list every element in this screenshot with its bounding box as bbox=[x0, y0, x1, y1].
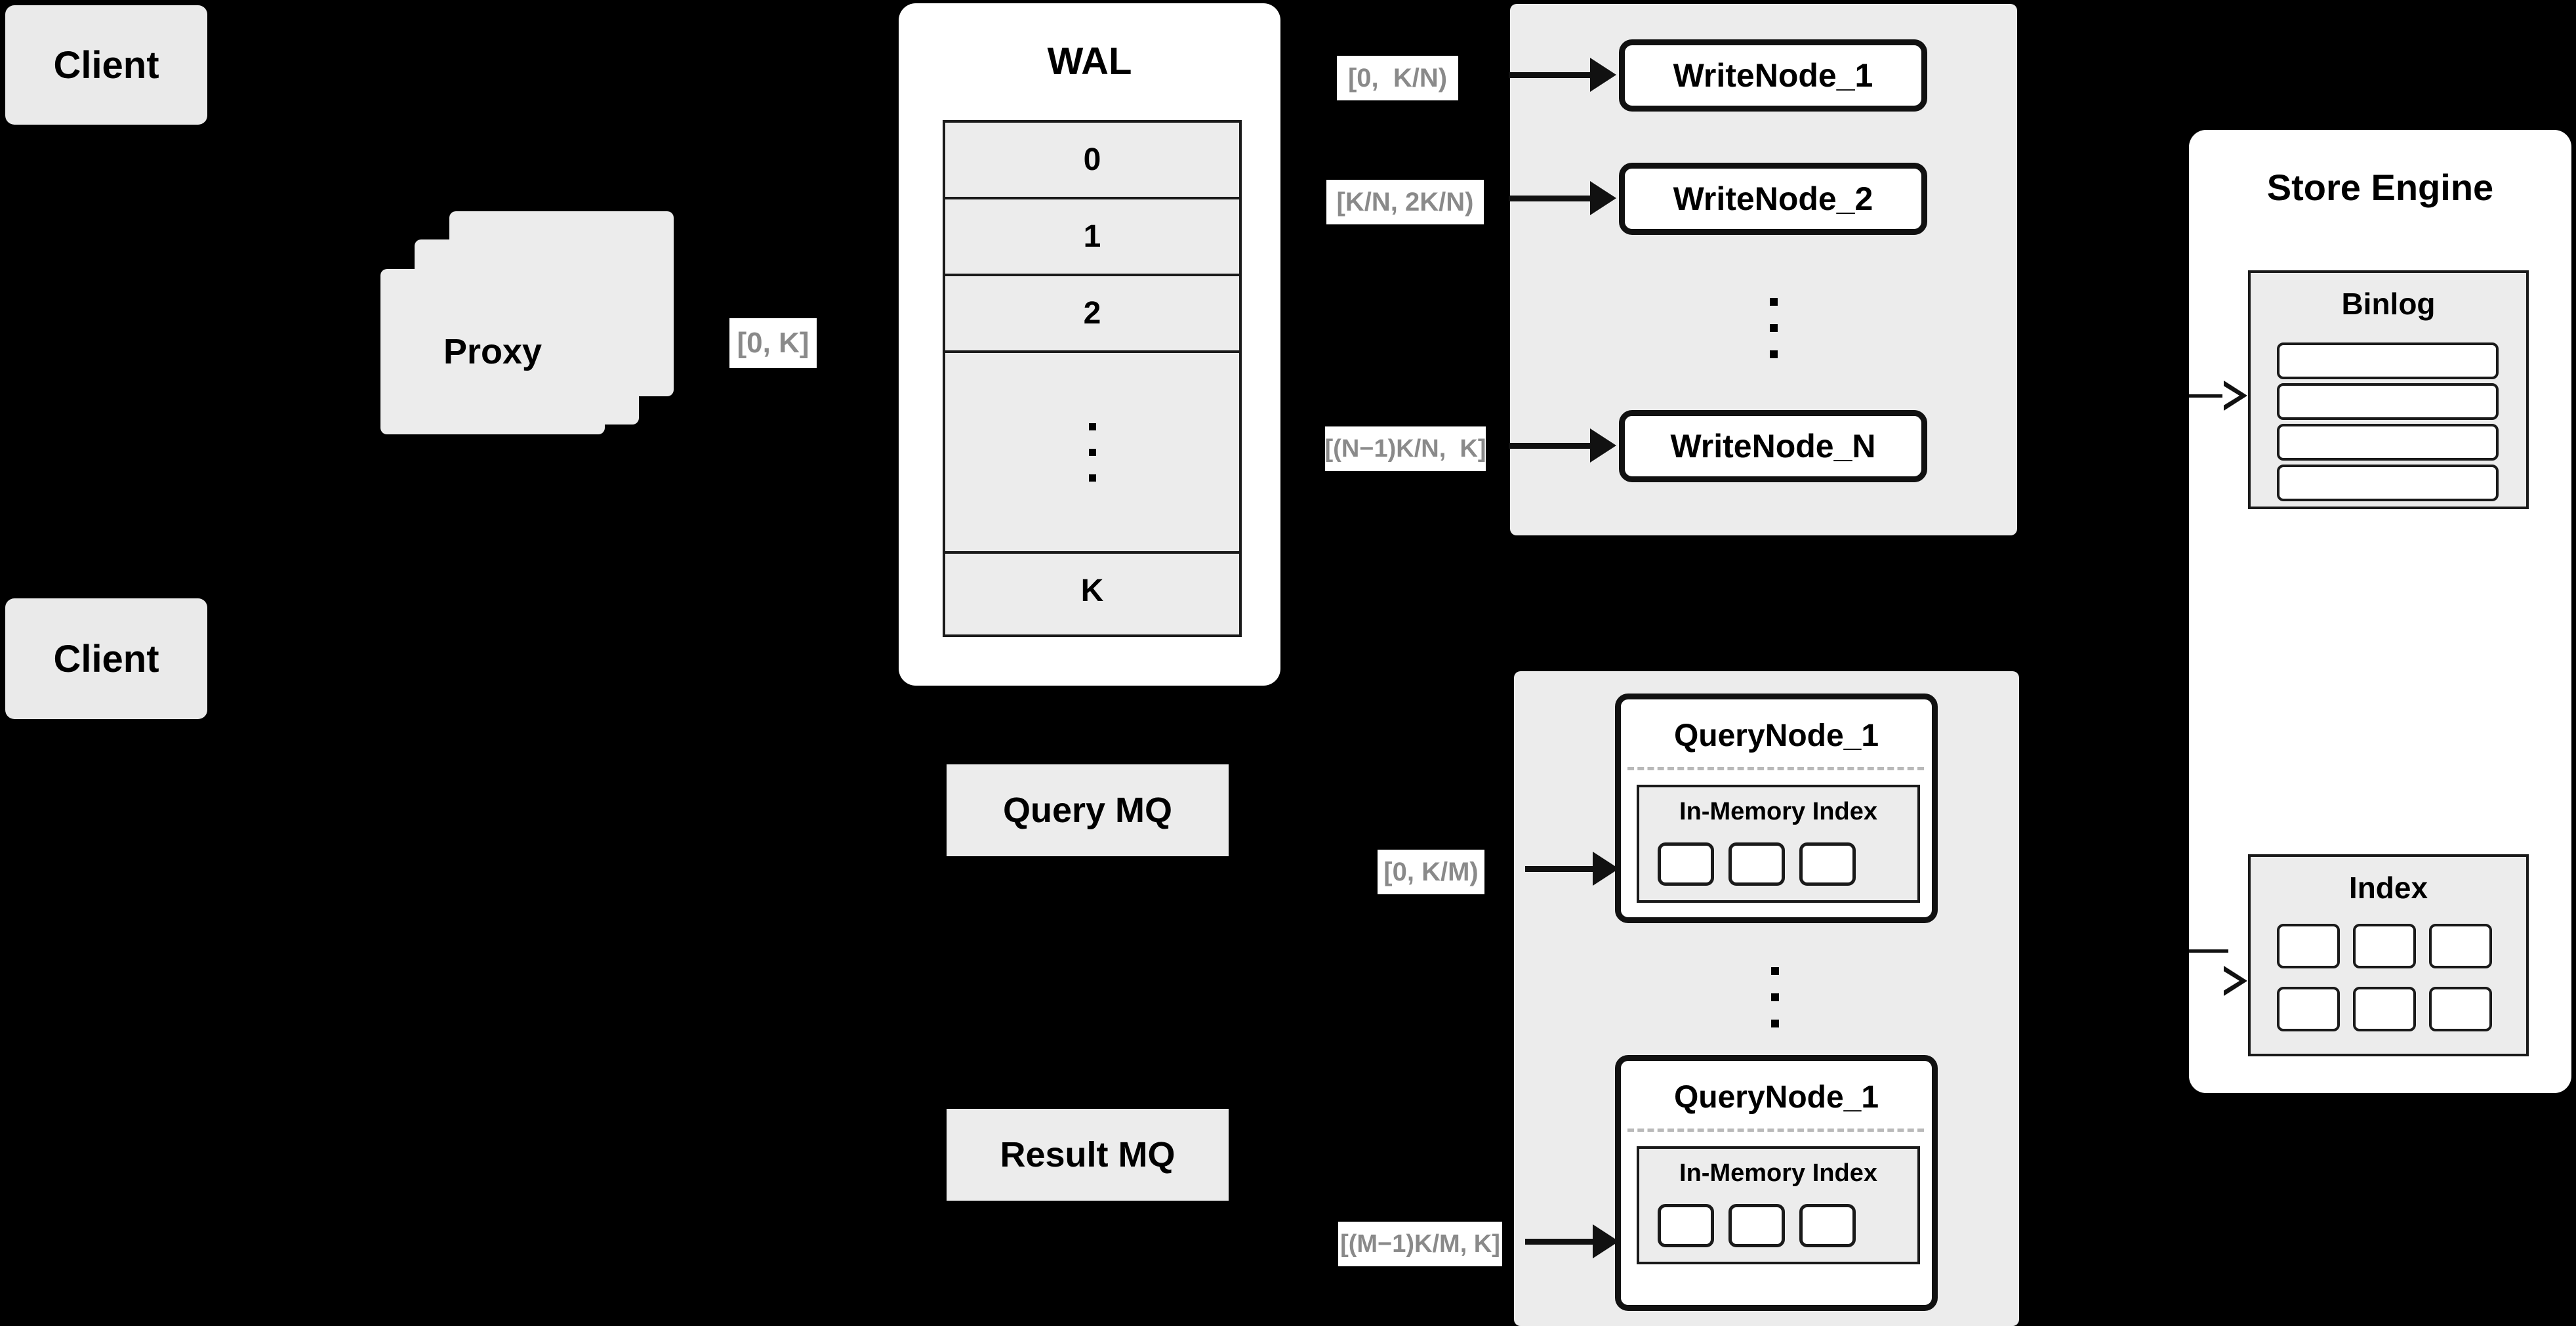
client-label-1: Client bbox=[53, 43, 159, 87]
write-cluster-ellipsis-icon bbox=[1766, 276, 1782, 381]
write-node-1-label: WriteNode_1 bbox=[1673, 57, 1873, 94]
client-box-2[interactable]: Client bbox=[5, 598, 207, 719]
proxy-stack[interactable]: Proxy bbox=[380, 211, 676, 434]
binlog-title: Binlog bbox=[2341, 287, 2436, 321]
wal-row: 0 bbox=[945, 123, 1239, 199]
index-slot bbox=[1799, 1204, 1856, 1247]
query-node-2-label: QueryNode_1 bbox=[1673, 1080, 1879, 1115]
wal-row: 2 bbox=[945, 276, 1239, 353]
client-box-1[interactable]: Client bbox=[5, 5, 207, 125]
wal-table: 0 1 2 K bbox=[943, 120, 1242, 637]
wal-row-ellipsis bbox=[945, 353, 1239, 554]
binlog-segment bbox=[2277, 383, 2499, 420]
binlog-arrow-line bbox=[2189, 394, 2228, 398]
write-node-2[interactable]: WriteNode_2 bbox=[1619, 163, 1927, 235]
write-node-n-arrow-line bbox=[1509, 443, 1594, 449]
wal-offset-label-text: [0, K] bbox=[737, 327, 809, 359]
write-node-1[interactable]: WriteNode_1 bbox=[1619, 39, 1927, 112]
result-mq-label: Result MQ bbox=[1000, 1135, 1176, 1174]
in-memory-index-title: In-Memory Index bbox=[1679, 1159, 1877, 1187]
query-node-2-range-label: [(M−1)K/M, K] bbox=[1338, 1222, 1502, 1266]
binlog-segment bbox=[2277, 465, 2499, 501]
store-engine-panel: Store Engine Binlog Index bbox=[2189, 130, 2571, 1093]
index-arrow-head-icon bbox=[2222, 966, 2247, 996]
write-node-n-label: WriteNode_N bbox=[1670, 428, 1876, 465]
index-slot bbox=[2277, 987, 2340, 1031]
index-slot bbox=[2353, 987, 2416, 1031]
wal-row: K bbox=[945, 554, 1239, 628]
index-slot bbox=[2429, 924, 2492, 968]
wal-row: 1 bbox=[945, 199, 1239, 276]
wal-offset-label: [0, K] bbox=[729, 318, 817, 368]
index-slot bbox=[1799, 842, 1856, 886]
wal-row-value: 0 bbox=[1083, 142, 1101, 177]
binlog-arrow-head-icon bbox=[2222, 381, 2247, 411]
client-label-2: Client bbox=[53, 637, 159, 680]
index-slot bbox=[1728, 1204, 1785, 1247]
wal-row-value: K bbox=[1080, 573, 1104, 608]
wal-row-value: 1 bbox=[1083, 219, 1101, 254]
write-node-2-arrow-line bbox=[1509, 196, 1594, 201]
query-node-2-arrow-line bbox=[1525, 1239, 1597, 1245]
index-slot bbox=[1658, 842, 1714, 886]
wal-title: WAL bbox=[1047, 40, 1132, 83]
query-node-1-arrow-head-icon bbox=[1593, 852, 1619, 886]
write-node-n[interactable]: WriteNode_N bbox=[1619, 410, 1927, 482]
write-node-2-range-label: [K/N, 2K/N) bbox=[1326, 180, 1484, 224]
query-node-2[interactable]: QueryNode_1 In-Memory Index bbox=[1615, 1055, 1938, 1311]
query-node-1-arrow-line bbox=[1525, 866, 1597, 872]
index-arrow-line bbox=[2189, 949, 2228, 953]
index-slot bbox=[1728, 842, 1785, 886]
binlog-segment bbox=[2277, 342, 2499, 379]
query-node-2-divider bbox=[1627, 1129, 1924, 1132]
query-node-1-label: QueryNode_1 bbox=[1673, 718, 1879, 753]
binlog-segment bbox=[2277, 424, 2499, 461]
in-memory-index-title: In-Memory Index bbox=[1679, 798, 1877, 825]
write-node-2-label: WriteNode_2 bbox=[1673, 180, 1873, 217]
write-node-n-range-label: [(N−1)K/N, K] bbox=[1325, 426, 1486, 471]
write-node-1-range-label: [0, K/N) bbox=[1337, 56, 1458, 100]
index-box: Index bbox=[2248, 854, 2529, 1056]
index-slot bbox=[1658, 1204, 1714, 1247]
write-node-n-arrow-head-icon bbox=[1590, 428, 1616, 463]
query-mq-box[interactable]: Query MQ bbox=[947, 764, 1229, 856]
query-node-1-range-label: [0, K/M) bbox=[1378, 850, 1484, 894]
store-engine-title: Store Engine bbox=[2266, 167, 2494, 208]
wal-row-value: 2 bbox=[1083, 296, 1101, 331]
index-title: Index bbox=[2348, 871, 2428, 905]
query-node-2-arrow-head-icon bbox=[1593, 1224, 1619, 1258]
query-mq-label: Query MQ bbox=[1002, 791, 1173, 830]
write-node-1-arrow-head-icon bbox=[1590, 58, 1616, 92]
proxy-box[interactable]: Proxy bbox=[380, 269, 605, 434]
vertical-ellipsis-icon bbox=[1088, 423, 1096, 482]
write-node-2-arrow-head-icon bbox=[1590, 181, 1616, 215]
query-node-2-in-memory-index: In-Memory Index bbox=[1637, 1146, 1920, 1264]
result-mq-box[interactable]: Result MQ bbox=[947, 1109, 1229, 1201]
write-node-1-arrow-line bbox=[1509, 72, 1594, 78]
query-node-1-divider bbox=[1627, 767, 1924, 770]
index-slot bbox=[2429, 987, 2492, 1031]
binlog-box: Binlog bbox=[2248, 270, 2529, 509]
wal-panel: WAL 0 1 2 K bbox=[899, 3, 1280, 686]
proxy-label: Proxy bbox=[443, 332, 542, 371]
query-node-1-in-memory-index: In-Memory Index bbox=[1637, 785, 1920, 903]
index-slot bbox=[2277, 924, 2340, 968]
query-cluster-ellipsis-icon bbox=[1767, 945, 1783, 1050]
index-slot bbox=[2353, 924, 2416, 968]
query-node-1[interactable]: QueryNode_1 In-Memory Index bbox=[1615, 694, 1938, 923]
